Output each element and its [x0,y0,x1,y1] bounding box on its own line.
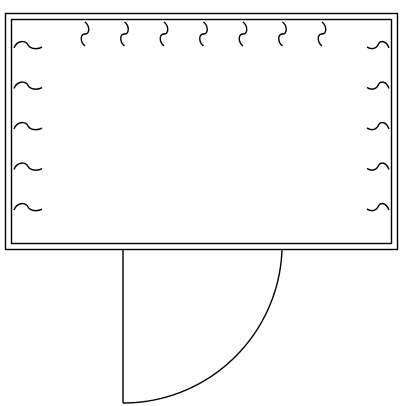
hanger-right [366,121,390,131]
closet-outer-wall [4,12,399,251]
door-swing-arc [122,249,283,404]
hanger-right [366,202,390,212]
top-hanger-row [80,21,327,47]
hanger-top [278,21,287,47]
hanger-right [366,40,390,50]
hanger-left [13,81,43,90]
hanger-right [366,162,390,171]
left-hanger-column [13,40,43,212]
hanger-top [80,21,90,47]
hanger-left [13,121,43,131]
hanger-left [13,162,43,171]
right-hanger-column [366,40,390,212]
hanger-top [238,21,248,47]
hanger-left [13,202,43,212]
hanger-left [13,40,43,50]
hanger-top [120,21,129,47]
hanger-top [199,21,208,47]
hanger-right [366,81,390,90]
hanger-top [159,21,169,47]
hanger-top [317,21,327,47]
closet-inner-wall [10,18,393,245]
